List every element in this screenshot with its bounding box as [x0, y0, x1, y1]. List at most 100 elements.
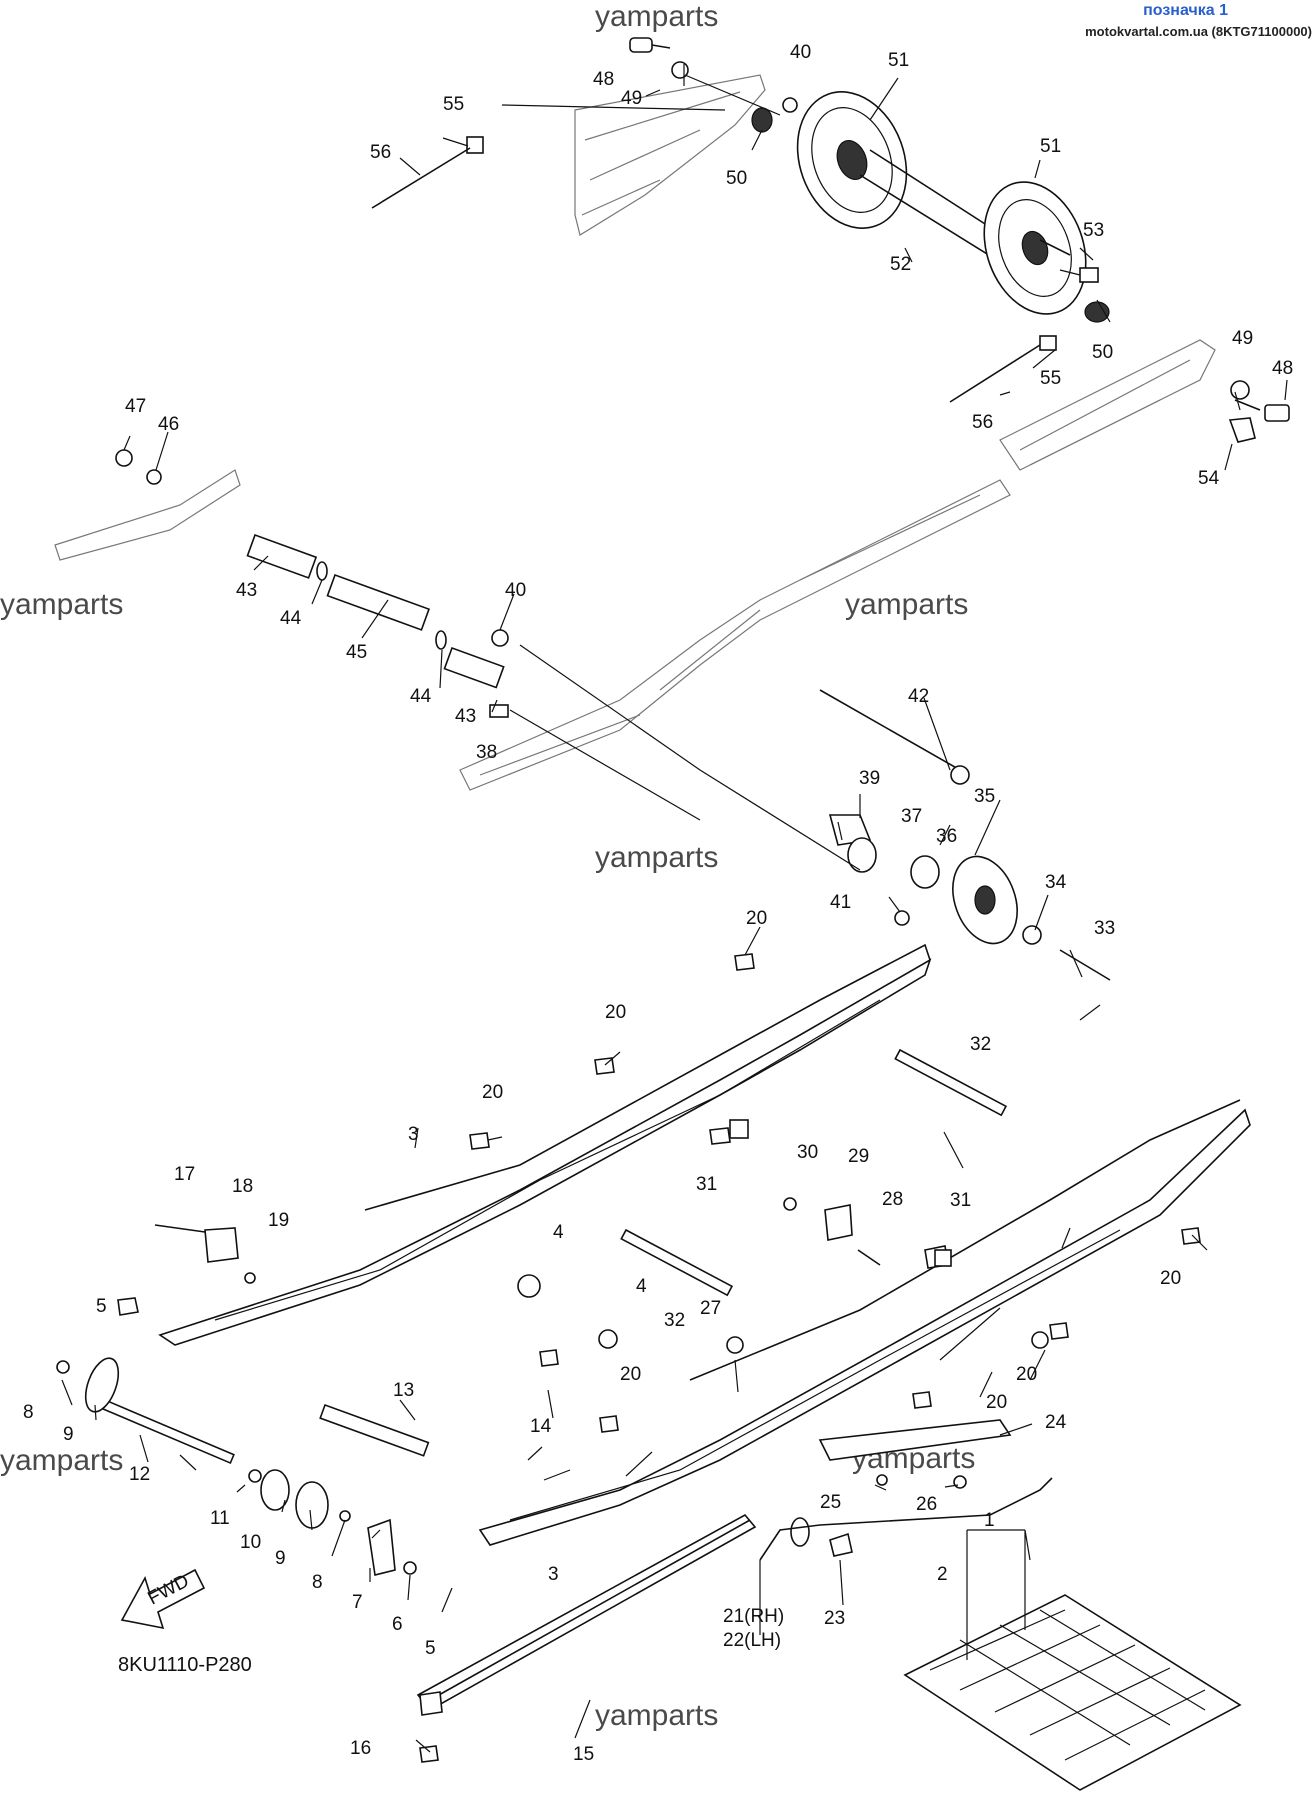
callout-29: 29	[848, 1146, 869, 1167]
lower-shafts	[56, 1048, 1008, 1576]
callout-16: 16	[350, 1738, 371, 1759]
callout-20: 20	[1016, 1364, 1037, 1385]
slide-rail-right	[478, 1099, 1251, 1546]
slide-rail-left	[158, 943, 932, 1346]
callout-28: 28	[882, 1189, 903, 1210]
callout-40: 40	[505, 580, 526, 601]
callout-32: 32	[664, 1310, 685, 1331]
fwd-label: FWD	[144, 1571, 192, 1610]
callout-44: 44	[410, 686, 432, 707]
callout-46: 46	[158, 414, 179, 435]
callout-49: 49	[621, 88, 642, 109]
fwd-arrow: FWD	[120, 1568, 206, 1630]
callout-15: 15	[573, 1744, 594, 1765]
callout-4: 4	[636, 1276, 647, 1297]
callout-1: 1	[984, 1510, 995, 1531]
callout-39: 39	[859, 768, 880, 789]
callout-19: 19	[268, 1210, 289, 1231]
callout-40: 40	[790, 42, 811, 63]
callout-33: 33	[1094, 918, 1115, 939]
callout-27: 27	[700, 1298, 721, 1319]
callout-10: 10	[240, 1532, 261, 1553]
callout-43: 43	[236, 580, 257, 601]
lower-fasteners	[117, 953, 1201, 1561]
callout-45: 45	[346, 642, 367, 663]
callout-36: 36	[936, 826, 957, 847]
callout-12: 12	[129, 1464, 150, 1485]
header-source: motokvartal.com.ua (8KTG71100000)	[1085, 24, 1312, 39]
callout-31: 31	[696, 1174, 717, 1195]
callout-5: 5	[425, 1638, 436, 1659]
upper-rear-arm	[574, 74, 1216, 471]
watermark: yamparts	[0, 1444, 123, 1477]
callout-50: 50	[726, 168, 747, 189]
callout-30: 30	[797, 1142, 818, 1163]
callout-49: 49	[1232, 328, 1253, 349]
callout-6: 6	[392, 1614, 403, 1635]
watermark: yamparts	[0, 588, 123, 621]
callout-51: 51	[1040, 136, 1061, 157]
callout-9: 9	[275, 1548, 286, 1569]
callout-8: 8	[312, 1572, 323, 1593]
callout-21rh: 21(RH)	[723, 1606, 784, 1627]
callout-3: 3	[408, 1124, 419, 1145]
callout-5: 5	[96, 1296, 107, 1317]
callout-54: 54	[1198, 468, 1220, 489]
callout-11: 11	[210, 1508, 230, 1529]
callout-14: 14	[530, 1416, 552, 1437]
callout-51: 51	[888, 50, 909, 71]
callout-25: 25	[820, 1492, 841, 1513]
callout-labels: 48 49 40 51 55 56 50 51 52 53 50 49 48 5…	[23, 42, 1293, 1765]
callout-38: 38	[476, 742, 497, 763]
callout-4: 4	[553, 1222, 564, 1243]
slide-runner	[416, 1513, 757, 1763]
callout-17: 17	[174, 1164, 195, 1185]
middle-shafts	[115, 449, 1111, 981]
header-title[interactable]: позначка 1	[1143, 2, 1228, 19]
watermark: yamparts	[595, 841, 718, 874]
callout-35: 35	[974, 786, 995, 807]
callout-20: 20	[605, 1002, 626, 1023]
callout-44: 44	[280, 608, 302, 629]
diagram-code: 8KU1110-P280	[118, 1654, 252, 1676]
callout-13: 13	[393, 1380, 414, 1401]
callout-53: 53	[1083, 220, 1104, 241]
callout-24: 24	[1045, 1412, 1067, 1433]
callout-22lh: 22(LH)	[723, 1630, 781, 1651]
callout-55: 55	[1040, 368, 1061, 389]
callout-20: 20	[482, 1082, 503, 1103]
callout-32: 32	[970, 1034, 991, 1055]
callout-47: 47	[125, 396, 146, 417]
callout-34: 34	[1045, 872, 1067, 893]
rear-idler-wheel-assembly	[796, 91, 1087, 315]
callout-50: 50	[1092, 342, 1113, 363]
callout-31: 31	[950, 1190, 971, 1211]
callout-55: 55	[443, 94, 464, 115]
callout-20: 20	[1160, 1268, 1181, 1289]
callout-9: 9	[63, 1424, 74, 1445]
callout-41: 41	[830, 892, 851, 913]
watermark: yamparts	[595, 0, 718, 33]
callout-18: 18	[232, 1176, 253, 1197]
callout-42: 42	[908, 686, 929, 707]
callout-8: 8	[23, 1402, 34, 1423]
watermark: yamparts	[595, 1699, 718, 1732]
leader-lines	[61, 64, 1288, 1753]
callout-48: 48	[1272, 358, 1293, 379]
callout-48: 48	[593, 69, 614, 90]
callout-20: 20	[746, 908, 767, 929]
callout-20: 20	[986, 1392, 1007, 1413]
callout-43: 43	[455, 706, 476, 727]
track-section	[903, 1594, 1242, 1791]
callout-56: 56	[370, 142, 391, 163]
callout-20: 20	[620, 1364, 641, 1385]
callout-52: 52	[890, 254, 911, 275]
watermark: yamparts	[845, 588, 968, 621]
middle-arm	[54, 469, 1011, 791]
callout-23: 23	[824, 1608, 845, 1629]
callout-7: 7	[352, 1592, 363, 1613]
callout-37: 37	[901, 806, 922, 827]
callout-2: 2	[937, 1564, 948, 1585]
